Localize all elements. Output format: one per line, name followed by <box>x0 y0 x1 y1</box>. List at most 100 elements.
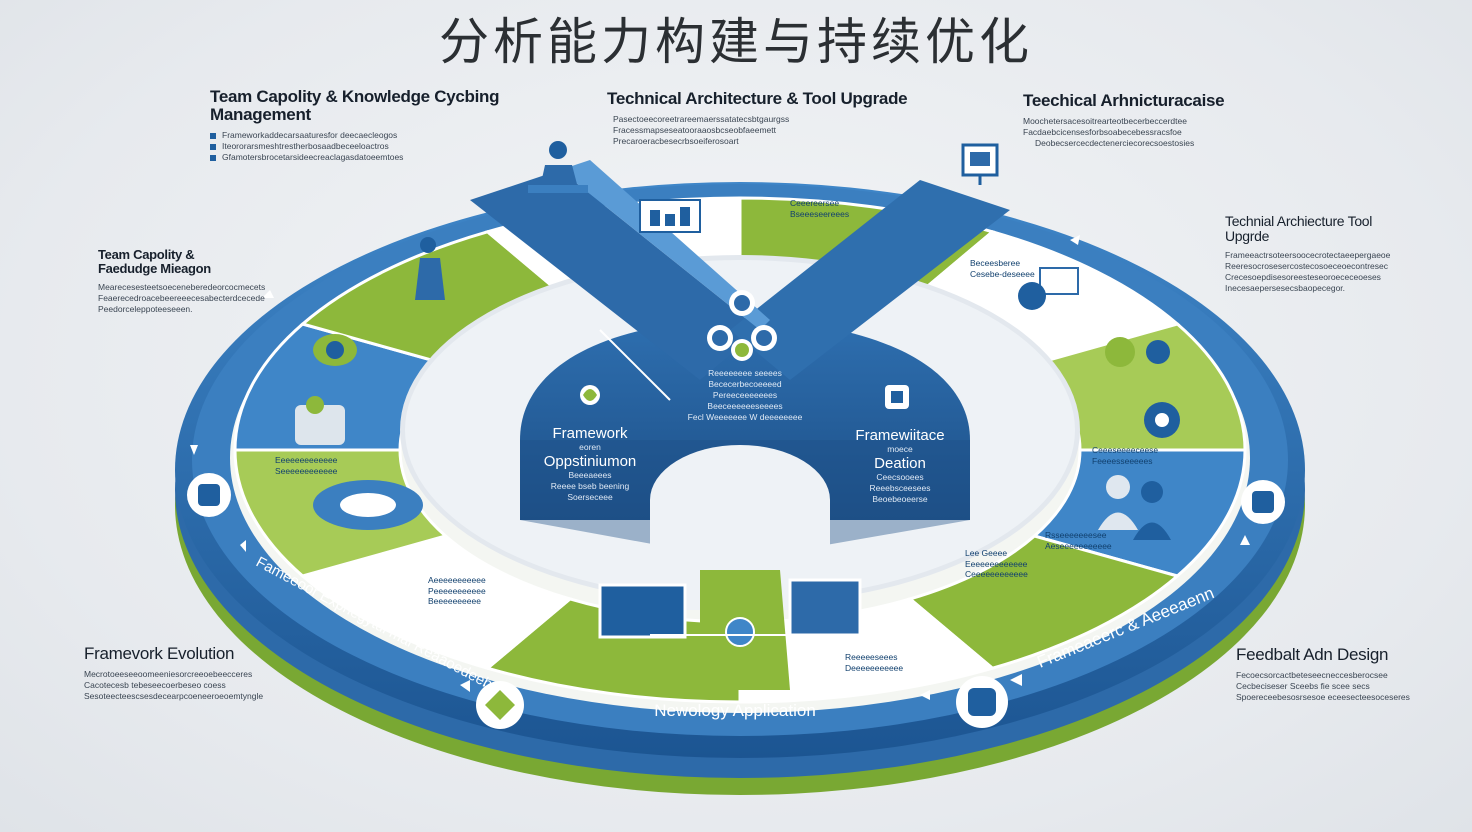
label-line: Moochetersacesoitrearteotbecerbeccerdtee <box>1023 116 1187 126</box>
segment-text-right: Ceeeseeeeceese Feeeesseeeees <box>1092 445 1158 466</box>
label-line: Frameeactrsoteersoocecrotectaeepergaeoe <box>1225 250 1391 260</box>
label-bottom-left: Framevork Evolution Mecrotoeeseeoomeenie… <box>84 645 284 702</box>
segment-text-bottom-left: Aeeeeeeeeeee Peeeeeeeeeee Beeeeeeeeee <box>428 575 486 607</box>
center-top-line: Reeeeeeee seeees <box>708 368 782 378</box>
label-line: Cecbeciseser Sceebs fie scee secs <box>1236 681 1370 691</box>
cloud-icon <box>295 396 345 445</box>
center-top-icons <box>580 290 909 409</box>
center-left-text: Framework eoren Oppstiniumon Beeeaeees R… <box>530 425 650 503</box>
center-left-line: Reeee bseb beening <box>550 481 630 491</box>
puzzle-icon <box>187 473 231 517</box>
label-bottom-left-heading: Framevork Evolution <box>84 644 235 663</box>
page-title: 分析能力构建与持续优化 <box>439 13 1033 71</box>
segment-line: Ceeeeeeeeeeee <box>965 569 1028 579</box>
label-mid-right: Technial Archiecture Tool Upgrde Frameea… <box>1225 213 1391 294</box>
center-top-text: Reeeeeeee seeees Bececerbecoeeeed Pereec… <box>680 368 810 423</box>
label-mid-left: Team Capolity & Faedudge Mieagon Mearece… <box>98 248 265 315</box>
segment-line: Peeeeeeeeeee <box>428 585 486 596</box>
chart-icon <box>313 480 423 530</box>
label-line: Pasectoeecoreetrareemaerssatatecsbtgaurg… <box>613 114 790 124</box>
segment-line: Feeeesseeeees <box>1092 455 1153 466</box>
label-top-middle-heading: Technical Architecture & Tool Upgrade <box>607 89 908 108</box>
center-top-line: Bececerbecoeeeed <box>708 379 782 389</box>
segment-text-right-top: Beceesberee Cesebe-deseeee <box>970 258 1035 279</box>
segment-line: Deeeeeeeeeee <box>845 662 904 673</box>
segment-line: Beceesberee <box>970 258 1021 268</box>
label-top-left-heading: Team Capolity & Knowledge Cycbing Manage… <box>210 87 500 124</box>
label-line: Sesoteecteescsesdecearpcoeneeroeoemtyngl… <box>84 691 264 701</box>
segment-line: Eeeeeeeeeeeee <box>275 455 338 465</box>
monitor-icon <box>1018 267 1079 310</box>
puzzle-icon <box>956 676 1008 728</box>
label-bottom-right-heading: Feedbalt Adn Design <box>1236 645 1389 664</box>
chart-icon <box>639 199 701 233</box>
segment-text-bottom-right: Lee Geeee Eeeeeeeeeeeee Ceeeeeeeeeeee <box>965 548 1028 580</box>
label-bottom-right: Feedbalt Adn Design Fecoecsorcactbetesee… <box>1236 646 1436 703</box>
gear-icon <box>1144 402 1180 438</box>
segment-text-top: Ceeereersee Bseeeseereees <box>790 198 849 219</box>
crossing-beams <box>470 160 1010 380</box>
segment-line: Aeeeeeeeeeee <box>428 575 486 585</box>
label-line: Fracessmapseseatooraaosbcseobfaeemett <box>613 125 777 135</box>
label-line: Deobecsercecdectenerciecorecsoestosies <box>1035 138 1195 148</box>
network-icon <box>313 334 357 366</box>
segment-line: Seeeeeeeeeeee <box>275 465 338 476</box>
label-line: Precaroeracbesecrbsoeiferosoart <box>613 136 739 146</box>
segment-line: Beeeeeeeeee <box>428 596 481 606</box>
people-icon <box>1098 475 1171 540</box>
center-right-line: Ceecsooees <box>876 472 924 482</box>
center-right-small: moece <box>887 444 913 454</box>
center-right-heading2: Deation <box>874 455 926 472</box>
label-line: Feaerecedroacebeereeecesabecterdcecede <box>98 293 265 303</box>
segment-line: Ceeeseeeeceese <box>1092 445 1159 455</box>
segment-line: Rsseeeeeeesee <box>1045 530 1107 540</box>
center-right-line: Beoebeoeerse <box>872 494 928 504</box>
center-right-line: Reeebsceesees <box>869 483 931 493</box>
ring-icons <box>187 141 1285 729</box>
segment-line: Cesebe-deseeee <box>970 268 1035 279</box>
segment-text-right-bottom: Rsseeeeeeesee Aeseeeeeeeeeee <box>1045 530 1112 551</box>
center-right-heading: Framewiitace <box>855 427 945 444</box>
segment-line: Eeeeeeeeeeeee <box>965 558 1028 569</box>
center-left-small: eoren <box>579 442 601 452</box>
label-line: Fecoecsorcactbeteseecneccesberocsee <box>1236 670 1388 680</box>
label-line: Facdaebcicensesforbsoabecebessracsfoe <box>1023 127 1182 137</box>
center-hub <box>520 320 970 610</box>
label-line: Cacotecesb tebeseecoerbeseo coess <box>84 680 226 690</box>
ring-bottom-label: Newology Application <box>654 701 816 720</box>
label-line: Crecesoepdisesoreesteseoroececeoeses <box>1225 272 1381 282</box>
segment-line: Bseeeseereees <box>790 208 850 219</box>
label-line: Spoereceebesosrsesoe eceesecteesoceseres <box>1236 692 1410 702</box>
segment-line: Reeeeeseees <box>845 652 898 662</box>
center-top-line: Fecl Weeeeeee W deeeeeeee <box>687 412 803 422</box>
segment-line: Aeseeeeeeeeeee <box>1045 540 1112 551</box>
label-line: Mecrotoeeseeoomeeniesorcreeoebeecceres <box>84 669 253 679</box>
center-right-text: Framewiitace moece Deation Ceecsooees Re… <box>840 427 960 505</box>
gear-icon <box>1105 337 1170 367</box>
label-top-right-heading: Teechical Arhnicturacaise <box>1023 91 1225 110</box>
segment-line: Lee Geeee <box>965 548 1008 558</box>
center-left-heading2: Oppstiniumon <box>543 453 637 470</box>
monitor-icon <box>961 143 999 185</box>
label-top-right: Teechical Arhnicturacaise Moochetersaces… <box>1023 92 1263 149</box>
label-line: Gfamotersbrocetarsideecreaclagasdatoeemt… <box>210 152 520 163</box>
puzzle-icon <box>1241 480 1285 524</box>
puzzle-icon <box>885 385 909 409</box>
label-line: Iteororarsmeshtrestherbosaadbeceeloactro… <box>210 141 520 152</box>
label-top-left: Team Capolity & Knowledge Cycbing Manage… <box>210 88 520 163</box>
segment-text-bottom: Reeeeeseees Deeeeeeeeeee <box>845 652 903 673</box>
bottom-beam <box>598 570 862 690</box>
label-line: Peedorceleppoteeseeen. <box>98 304 193 314</box>
segment-line: Ceeereersee <box>790 198 840 208</box>
label-line: Reeresocrosesercostecosoeceoecontresec <box>1225 261 1389 271</box>
label-top-middle: Technical Architecture & Tool Upgrade Pa… <box>607 90 927 147</box>
center-top-line: Beeceeeeeeseeees <box>707 401 783 411</box>
label-line: Inecesaepersesecsbaopecegor. <box>1225 283 1346 293</box>
person-icon <box>415 237 445 300</box>
center-left-line: Soerseceee <box>567 492 613 502</box>
label-mid-right-heading: Technial Archiecture Tool Upgrde <box>1225 213 1373 244</box>
center-left-heading: Framework <box>552 425 628 442</box>
ring-arrows <box>190 235 1250 700</box>
center-left-line: Beeeaeees <box>568 470 612 480</box>
